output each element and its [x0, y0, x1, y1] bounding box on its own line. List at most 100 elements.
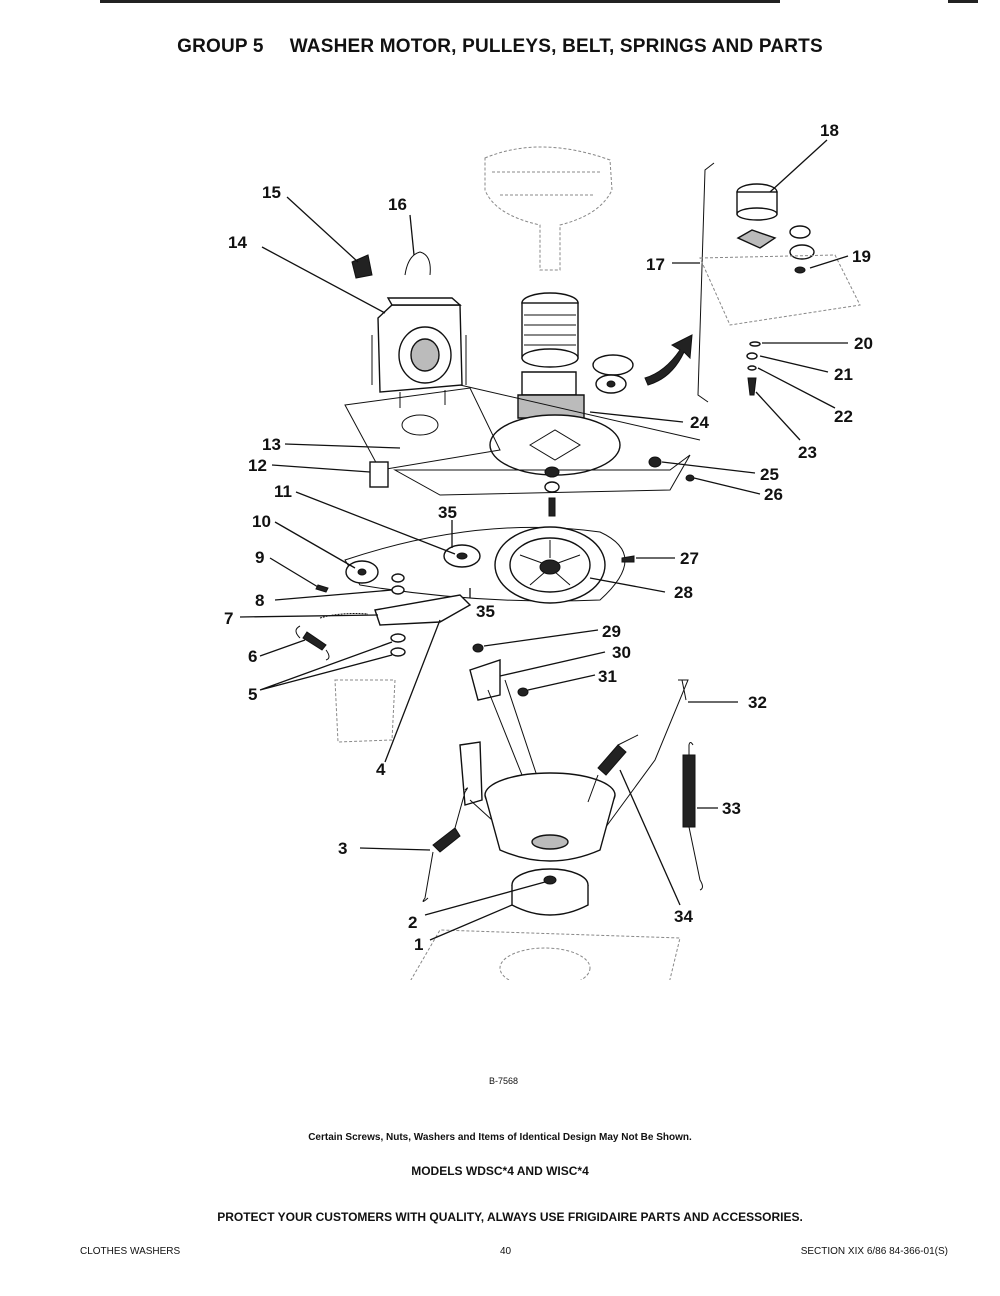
- tub-outline-ghost: [484, 146, 613, 271]
- leader-19: [809, 255, 849, 269]
- leader-22: [757, 367, 836, 409]
- bracket-ghost: [334, 679, 396, 743]
- nut-31: [517, 687, 529, 697]
- spacer-12: [369, 461, 389, 488]
- callout-16: 16: [388, 195, 407, 214]
- callout-12: 12: [248, 456, 267, 475]
- snap-rings-left: [592, 354, 634, 394]
- footer-section-name: CLOTHES WASHERS: [80, 1246, 181, 1257]
- idler-pulley: [443, 544, 481, 568]
- callout-1: 1: [414, 935, 423, 954]
- leader-2: [424, 881, 546, 916]
- callout-11: 11: [274, 482, 292, 501]
- callout-32: 32: [748, 693, 767, 712]
- callout-14: 14: [228, 233, 247, 252]
- callout-8: 8: [255, 591, 264, 610]
- callout-4: 4: [376, 760, 386, 779]
- callout-29: 29: [602, 622, 621, 641]
- leader-34: [619, 769, 681, 906]
- callout-20: 20: [854, 334, 873, 353]
- center-bolt-stack: [544, 466, 560, 517]
- footer-page-number: 40: [500, 1246, 512, 1257]
- group-label: GROUP 5: [177, 36, 264, 57]
- leader-25: [661, 461, 756, 474]
- leader-31: [527, 674, 596, 691]
- rod-32: [681, 679, 687, 701]
- callout-7: 7: [224, 609, 233, 628]
- callout-3: 3: [338, 839, 347, 858]
- motor-spring-clip: [404, 251, 431, 276]
- callout-25: 25: [760, 465, 779, 484]
- figure-reference: B-7568: [489, 1076, 519, 1086]
- callout-27: 27: [680, 549, 699, 568]
- leader-30: [499, 651, 606, 677]
- leader-15: [286, 196, 359, 263]
- leader-16: [409, 214, 415, 256]
- callout-26: 26: [764, 485, 783, 504]
- leader-8: [274, 589, 393, 601]
- callout-13: 13: [262, 435, 281, 454]
- callout-31: 31: [598, 667, 617, 686]
- callout-19: 19: [852, 247, 871, 266]
- protect-customers-banner: PROTECT YOUR CUSTOMERS WITH QUALITY, ALW…: [217, 1210, 803, 1224]
- top-border-line: [100, 0, 780, 3]
- callout-6: 6: [248, 647, 257, 666]
- washer-stack: [390, 573, 406, 657]
- group-title: WASHER MOTOR, PULLEYS, BELT, SPRINGS AND…: [289, 36, 823, 57]
- cabinet-base-ghost: [410, 929, 681, 980]
- leader-6: [259, 639, 306, 657]
- motor-assembly: [371, 297, 467, 408]
- callout-34: 34: [674, 907, 693, 926]
- screw-27: [621, 555, 635, 563]
- models-label: MODELS WDSC*4 AND WISC*4: [411, 1164, 589, 1178]
- callout-35-upper: 35: [438, 503, 457, 522]
- callout-23: 23: [798, 443, 817, 462]
- callout-33: 33: [722, 799, 741, 818]
- leader-29: [483, 629, 599, 647]
- spring-33: [682, 742, 703, 891]
- leader-11: [295, 491, 456, 555]
- callout-35-lower: 35: [476, 602, 495, 621]
- bolt-29: [472, 643, 484, 653]
- screw-9: [315, 584, 329, 593]
- motor-pulley: [345, 560, 379, 584]
- drive-pulley: [494, 526, 606, 604]
- callout-30: 30: [612, 643, 631, 662]
- spring-34: [587, 734, 639, 803]
- inset-detail: [697, 162, 861, 403]
- base-pad: [511, 868, 589, 916]
- leader-9: [269, 557, 319, 588]
- leader-10: [274, 521, 356, 569]
- leader-12: [271, 464, 371, 473]
- leader-28: [589, 577, 666, 593]
- page-title: GROUP 5 WASHER MOTOR, PULLEYS, BELT, SPRI…: [0, 36, 1000, 58]
- idler-spring: [295, 625, 330, 661]
- spring-3: [422, 787, 468, 902]
- clutch-block: [517, 371, 585, 419]
- transmission-housing: [521, 292, 579, 368]
- callout-24: 24: [690, 413, 709, 432]
- callout-5: 5: [248, 685, 257, 704]
- callout-9: 9: [255, 548, 264, 567]
- drive-frame: [393, 384, 701, 496]
- leader-21: [759, 355, 829, 373]
- callout-17: 17: [646, 255, 665, 274]
- leader-24: [589, 411, 684, 423]
- leader-7: [239, 614, 379, 618]
- exploded-parts-diagram: 15 16 14 13 12 11 10 9 8 7 6 5 4 35 35 1…: [224, 121, 873, 980]
- callout-10: 10: [252, 512, 271, 531]
- top-corner-mark: [948, 0, 978, 3]
- leader-26: [693, 477, 761, 495]
- callout-22: 22: [834, 407, 853, 426]
- callout-21: 21: [834, 365, 853, 384]
- leader-4: [384, 619, 441, 763]
- parts-note: Certain Screws, Nuts, Washers and Items …: [308, 1132, 692, 1143]
- leader-5: [259, 641, 393, 691]
- suspension-bowl: [484, 772, 616, 862]
- leader-13: [284, 443, 401, 449]
- callout-28: 28: [674, 583, 693, 602]
- motor-mount-plate: [344, 387, 501, 471]
- idler-arm: [319, 594, 472, 626]
- transfer-arrow-icon: [644, 334, 693, 386]
- footer-section-code: SECTION XIX 6/86 84-366-01(S): [800, 1246, 948, 1257]
